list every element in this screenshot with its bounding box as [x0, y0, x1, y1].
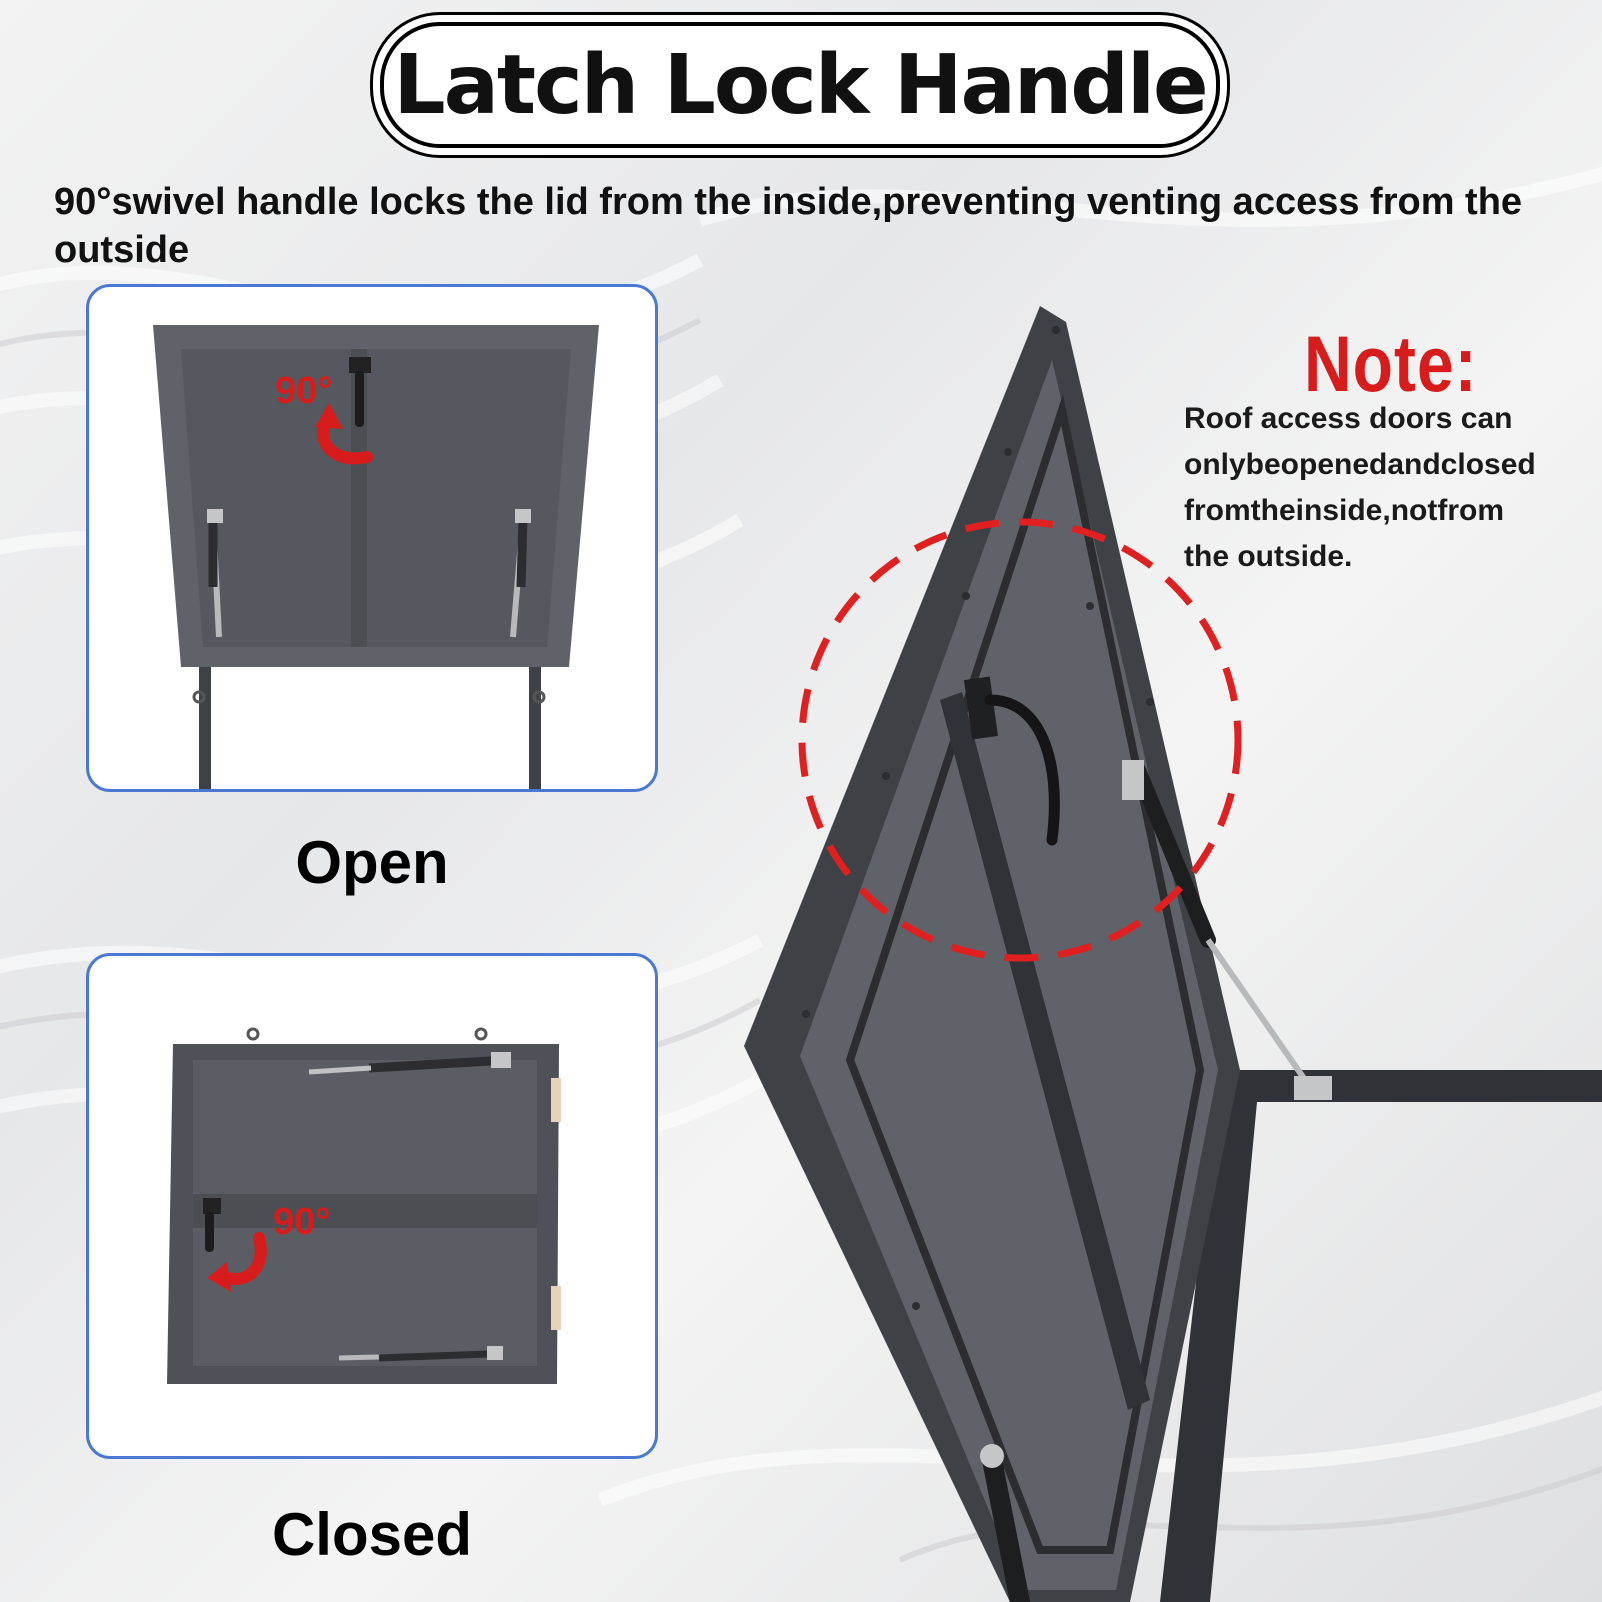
note-line: Roof access doors can — [1184, 402, 1513, 435]
subtitle: 90°swivel handle locks the lid from the … — [54, 181, 1523, 271]
open-state-panel: 90° — [86, 284, 658, 792]
note-line: fromtheinside,notfrom — [1184, 494, 1504, 527]
dashed-highlight-circle — [798, 518, 1242, 962]
closed-caption: Closed — [271, 1501, 473, 1568]
closed-degree-label: 90° — [273, 1201, 330, 1243]
open-door-illustration: 90° — [153, 325, 599, 789]
closed-state-panel: 90° — [86, 953, 658, 1459]
open-caption: Open — [295, 829, 449, 896]
title-badge: Latch Lock Handle — [380, 22, 1220, 148]
closed-door-illustration: 90° — [167, 1027, 561, 1384]
note-line: the outside. — [1184, 540, 1353, 573]
open-degree-label: 90° — [275, 370, 332, 412]
note-title: Note: — [1304, 319, 1478, 408]
curved-arrow-icon — [315, 403, 373, 465]
page-title: Latch Lock Handle — [393, 37, 1208, 133]
note-line: onlybeopenedandclosed — [1184, 448, 1536, 481]
note-body: Roof access doors can onlybeopenedandclo… — [1184, 396, 1584, 580]
roof-hatch-illustration — [744, 306, 1602, 1602]
curved-arrow-icon — [207, 1232, 267, 1292]
